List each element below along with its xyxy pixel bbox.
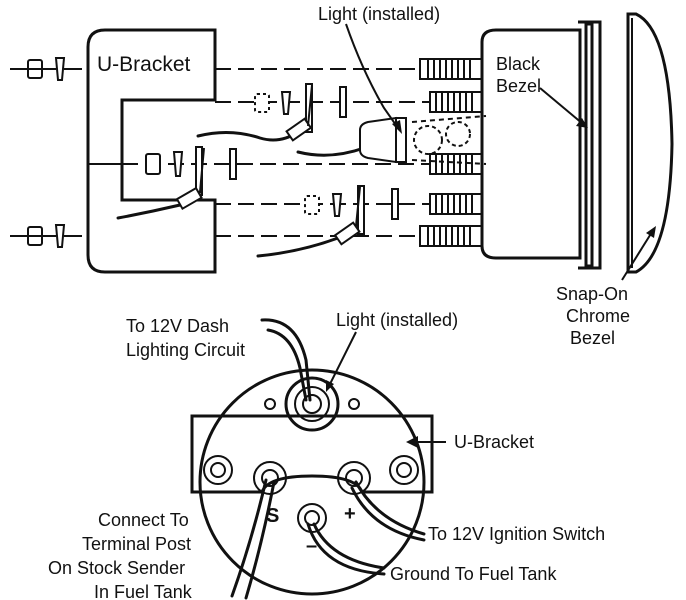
center-hardware [145, 146, 237, 196]
terminal-minus [297, 503, 327, 533]
bracket-nut-left [203, 455, 233, 485]
left-hardware-bottom [10, 224, 82, 248]
sender-label-line1: Connect To [98, 510, 189, 530]
terminal-minus-label: – [306, 535, 317, 557]
snap-on-label-line3: Bezel [570, 328, 615, 348]
terminal-plus-label: + [344, 503, 356, 525]
gauge-studs [419, 58, 483, 247]
sender-label-line3: On Stock Sender [48, 558, 185, 578]
u-bracket-label-top: U-Bracket [97, 53, 191, 76]
bracket-nut-right [389, 455, 419, 485]
ground-label: Ground To Fuel Tank [390, 564, 557, 584]
snap-on-label-line2: Chrome [566, 306, 630, 326]
left-hardware-top [10, 57, 82, 81]
light-socket-rear [264, 376, 360, 432]
terminal-s-label: S [266, 505, 279, 527]
sender-label-line4: In Fuel Tank [94, 582, 193, 600]
dash-lighting-label-line1: To 12V Dash [126, 316, 229, 336]
ignition-label: To 12V Ignition Switch [428, 524, 605, 544]
gauge-body-rear [198, 368, 426, 596]
black-bezel-label-line2: Bezel [496, 76, 541, 96]
light-label-rear: Light (installed) [336, 310, 458, 330]
terminal-s [253, 461, 287, 495]
snap-on-label-line1: Snap-On [556, 284, 628, 304]
u-bracket-side [86, 28, 217, 274]
black-bezel [578, 20, 602, 270]
gauge-body-side [411, 28, 582, 260]
black-bezel-label-line1: Black [496, 54, 541, 74]
light-label-top: Light (installed) [318, 4, 440, 24]
u-bracket-label-rear: U-Bracket [454, 432, 534, 452]
sender-label-line2: Terminal Post [82, 534, 191, 554]
chrome-bezel [626, 12, 674, 274]
dash-lighting-label-line2: Lighting Circuit [126, 340, 245, 360]
